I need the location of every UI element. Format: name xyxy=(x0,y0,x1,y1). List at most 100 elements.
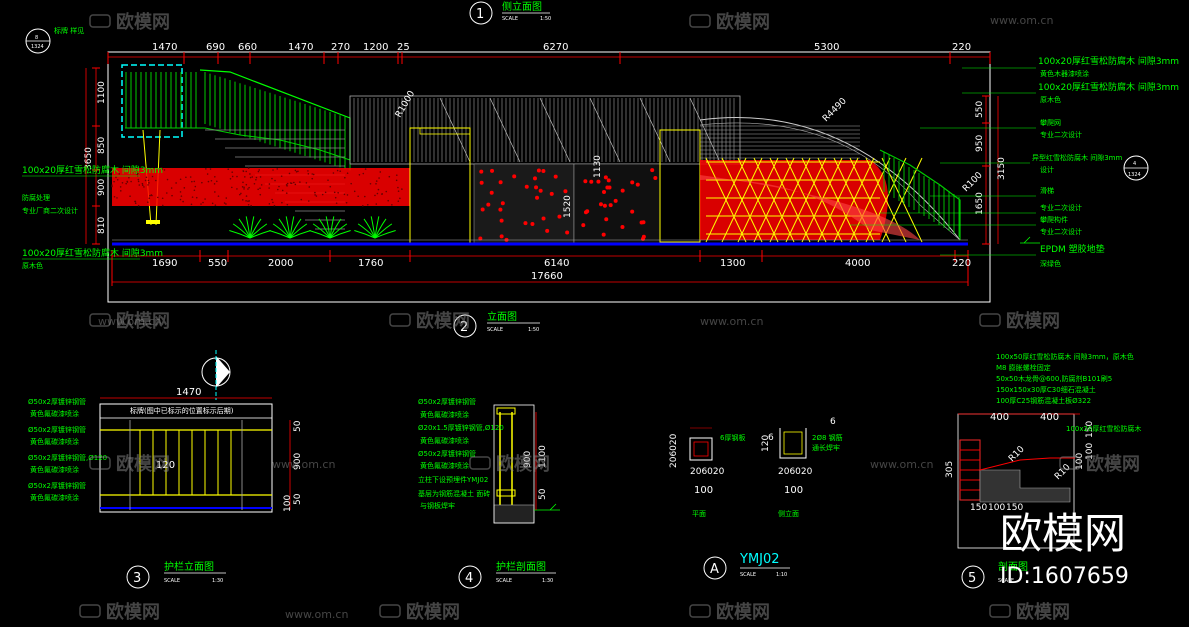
svg-text:4: 4 xyxy=(1133,161,1136,167)
svg-text:1100: 1100 xyxy=(538,445,548,468)
selection-highlight-box xyxy=(121,64,183,138)
sofa-icon xyxy=(689,14,711,28)
watermark-brand: 欧模网 xyxy=(496,453,550,475)
watermark-brand: 欧模网 xyxy=(716,601,770,623)
svg-text:150x150x30厚C30细石混凝土: 150x150x30厚C30细石混凝土 xyxy=(996,385,1096,394)
svg-text:1690: 1690 xyxy=(152,258,177,269)
svg-text:6270: 6270 xyxy=(543,42,568,53)
watermark-url: www.om.cn xyxy=(990,14,1053,27)
svg-text:SCALE: SCALE xyxy=(164,578,180,584)
watermark-brand: 欧模网 xyxy=(1006,310,1060,332)
svg-text:4: 4 xyxy=(465,571,473,586)
right-slide xyxy=(699,117,961,243)
svg-text:100: 100 xyxy=(1085,443,1095,460)
svg-text:通长焊牢: 通长焊牢 xyxy=(812,443,840,452)
svg-text:1324: 1324 xyxy=(1128,172,1141,178)
svg-text:3: 3 xyxy=(133,571,141,586)
shrub-plants xyxy=(229,216,396,239)
svg-text:SCALE: SCALE xyxy=(502,16,518,22)
svg-text:YMJ02: YMJ02 xyxy=(739,552,780,567)
svg-text:黄色氟碳漆喷涂: 黄色氟碳漆喷涂 xyxy=(420,410,469,419)
svg-text:220: 220 xyxy=(952,258,971,269)
detail-5-section: 400 400 R10 R10 150 100 150 150 100 100 … xyxy=(945,352,1141,589)
watermark-brand: 欧模网 xyxy=(716,11,770,33)
svg-text:1470: 1470 xyxy=(176,387,201,398)
sofa-icon xyxy=(1059,456,1081,470)
svg-text:6: 6 xyxy=(768,433,774,443)
svg-text:206020: 206020 xyxy=(778,467,813,477)
svg-text:1:50: 1:50 xyxy=(540,16,551,22)
sofa-icon xyxy=(379,604,401,618)
watermark-url: www.om.cn xyxy=(870,458,933,471)
svg-text:150: 150 xyxy=(1085,421,1095,438)
svg-text:攀爬网: 攀爬网 xyxy=(1040,118,1061,127)
svg-text:6厚钢板: 6厚钢板 xyxy=(720,433,745,442)
svg-text:原木色: 原木色 xyxy=(1040,95,1061,104)
svg-text:黄色氟碳漆喷涂: 黄色氟碳漆喷涂 xyxy=(420,461,469,470)
svg-text:1100: 1100 xyxy=(97,81,107,104)
watermark-url: www.om.cn xyxy=(285,608,348,621)
svg-text:R100: R100 xyxy=(961,170,985,194)
drawing-title: 侧立面图 xyxy=(502,0,542,13)
svg-text:50: 50 xyxy=(538,488,548,500)
svg-text:设计: 设计 xyxy=(1040,165,1054,174)
svg-text:A: A xyxy=(710,562,719,577)
svg-text:1324: 1324 xyxy=(31,44,44,50)
svg-text:100x20厚红雪松防腐木 间隙3mm: 100x20厚红雪松防腐木 间隙3mm xyxy=(22,247,163,259)
svg-text:100x20厚红雪松防腐木 间隙3mm: 100x20厚红雪松防腐木 间隙3mm xyxy=(1038,55,1179,67)
svg-text:专业二次设计: 专业二次设计 xyxy=(1040,227,1082,236)
svg-text:50x50木龙骨@600,防腐剂B101刷5: 50x50木龙骨@600,防腐剂B101刷5 xyxy=(996,374,1112,383)
bottom-dimensions: 1690 550 2000 1760 6140 1300 4000 220 17… xyxy=(152,258,971,282)
right-annotations: 100x20厚红雪松防腐木 间隙3mm 黄色木器漆喷涂 100x20厚红雪松防腐… xyxy=(850,55,1179,268)
svg-text:SCALE: SCALE xyxy=(998,578,1014,584)
svg-text:100厚C25钢筋混凝土板Ø322: 100厚C25钢筋混凝土板Ø322 xyxy=(996,396,1091,405)
svg-text:900: 900 xyxy=(523,451,533,468)
svg-text:滑梯: 滑梯 xyxy=(1040,186,1054,195)
svg-text:400: 400 xyxy=(990,412,1009,423)
svg-text:黄色氟碳漆喷涂: 黄色氟碳漆喷涂 xyxy=(30,493,79,502)
svg-text:1470: 1470 xyxy=(288,42,313,53)
svg-text:50: 50 xyxy=(293,420,303,432)
svg-text:2Ø8 钢筋: 2Ø8 钢筋 xyxy=(812,433,843,442)
svg-text:25: 25 xyxy=(397,42,410,53)
svg-text:标牌(图中已标示的位置标示后期): 标牌(图中已标示的位置标示后期) xyxy=(130,406,234,415)
watermark-url: www.om.cn xyxy=(272,458,335,471)
svg-text:100: 100 xyxy=(694,485,713,496)
watermark-brand: 欧模网 xyxy=(416,310,470,332)
svg-text:1130: 1130 xyxy=(593,155,603,178)
svg-text:120: 120 xyxy=(761,435,771,452)
svg-text:攀爬构件: 攀爬构件 xyxy=(1040,215,1068,224)
svg-text:1:50: 1:50 xyxy=(528,327,539,333)
svg-text:R10: R10 xyxy=(1053,462,1073,482)
sofa-icon xyxy=(89,456,111,470)
svg-text:5: 5 xyxy=(968,571,976,586)
sofa-icon xyxy=(979,313,1001,327)
svg-text:50: 50 xyxy=(293,493,303,505)
svg-text:EPDM 塑胶地垫: EPDM 塑胶地垫 xyxy=(1040,243,1105,255)
main-elevation: 1 侧立面图 SCALE 1:50 8 1324 标牌 样见 4 1324 14… xyxy=(22,0,1179,338)
detail-4-notes: Ø50x2厚镀锌钢管 黄色氟碳漆喷涂 Ø20x1.5厚镀锌钢管,Ø120 黄色氟… xyxy=(418,397,504,510)
sofa-icon xyxy=(79,604,101,618)
svg-text:SCALE: SCALE xyxy=(496,578,512,584)
svg-text:8: 8 xyxy=(35,35,38,41)
svg-text:5300: 5300 xyxy=(814,42,839,53)
svg-text:防腐处理: 防腐处理 xyxy=(22,193,50,202)
svg-text:900: 900 xyxy=(293,453,303,470)
svg-text:3150: 3150 xyxy=(997,157,1007,180)
svg-text:400: 400 xyxy=(1040,412,1059,423)
watermark-url: www.om.cn xyxy=(98,315,161,328)
svg-text:690: 690 xyxy=(206,42,225,53)
svg-text:护栏立面图: 护栏立面图 xyxy=(164,560,214,573)
svg-text:810: 810 xyxy=(97,217,107,234)
detail-A-embedded-part: 6厚钢板 206020 100 206020 平面 6 2Ø8 钢筋 通长焊牢 … xyxy=(669,417,843,580)
svg-text:660: 660 xyxy=(238,42,257,53)
drawing-number: 1 xyxy=(476,7,484,22)
svg-text:3650: 3650 xyxy=(84,147,94,170)
svg-text:Ø20x1.5厚镀锌钢管,Ø120: Ø20x1.5厚镀锌钢管,Ø120 xyxy=(418,423,504,432)
svg-text:R4490: R4490 xyxy=(821,96,849,124)
svg-text:SCALE: SCALE xyxy=(487,327,503,333)
svg-text:黄色氟碳漆喷涂: 黄色氟碳漆喷涂 xyxy=(30,409,79,418)
svg-text:120: 120 xyxy=(156,460,175,471)
main-frame xyxy=(107,51,991,303)
svg-text:Ø50x2厚镀锌钢管: Ø50x2厚镀锌钢管 xyxy=(418,449,476,458)
